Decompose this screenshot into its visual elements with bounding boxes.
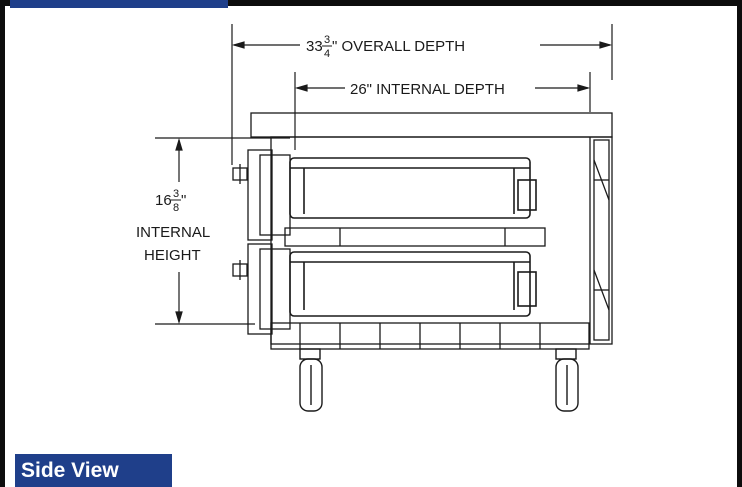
svg-text:3: 3 (173, 188, 179, 200)
door-panel (247, 149, 291, 335)
svg-text:4: 4 (324, 48, 330, 60)
upper-drawer (289, 157, 537, 219)
svg-text:8: 8 (173, 202, 179, 214)
svg-text:33: 33 (306, 38, 323, 55)
svg-text:": " (181, 192, 186, 209)
svg-text:HEIGHT: HEIGHT (144, 247, 201, 264)
svg-text:INTERNAL: INTERNAL (136, 224, 210, 241)
base-frame (270, 322, 590, 350)
internal-height-label: 16 3 8 " INTERNAL HEIGHT (136, 188, 210, 264)
header-tab (10, 0, 228, 8)
internal-height-dimension (155, 137, 290, 325)
caster-right-icon (555, 348, 579, 412)
caster-left-icon (299, 348, 323, 412)
overall-depth-label: 33 3 4 " OVERALL DEPTH (306, 34, 465, 60)
overall-depth-dimension (231, 24, 613, 165)
lower-drawer (289, 251, 537, 317)
internal-depth-label: 26" INTERNAL DEPTH (350, 81, 505, 98)
svg-text:3: 3 (324, 34, 330, 46)
svg-text:16: 16 (155, 192, 172, 209)
view-caption: Side View (15, 454, 172, 487)
drawer-rail (284, 227, 546, 247)
handle-icon (232, 164, 248, 280)
svg-text:" OVERALL DEPTH: " OVERALL DEPTH (332, 38, 465, 55)
